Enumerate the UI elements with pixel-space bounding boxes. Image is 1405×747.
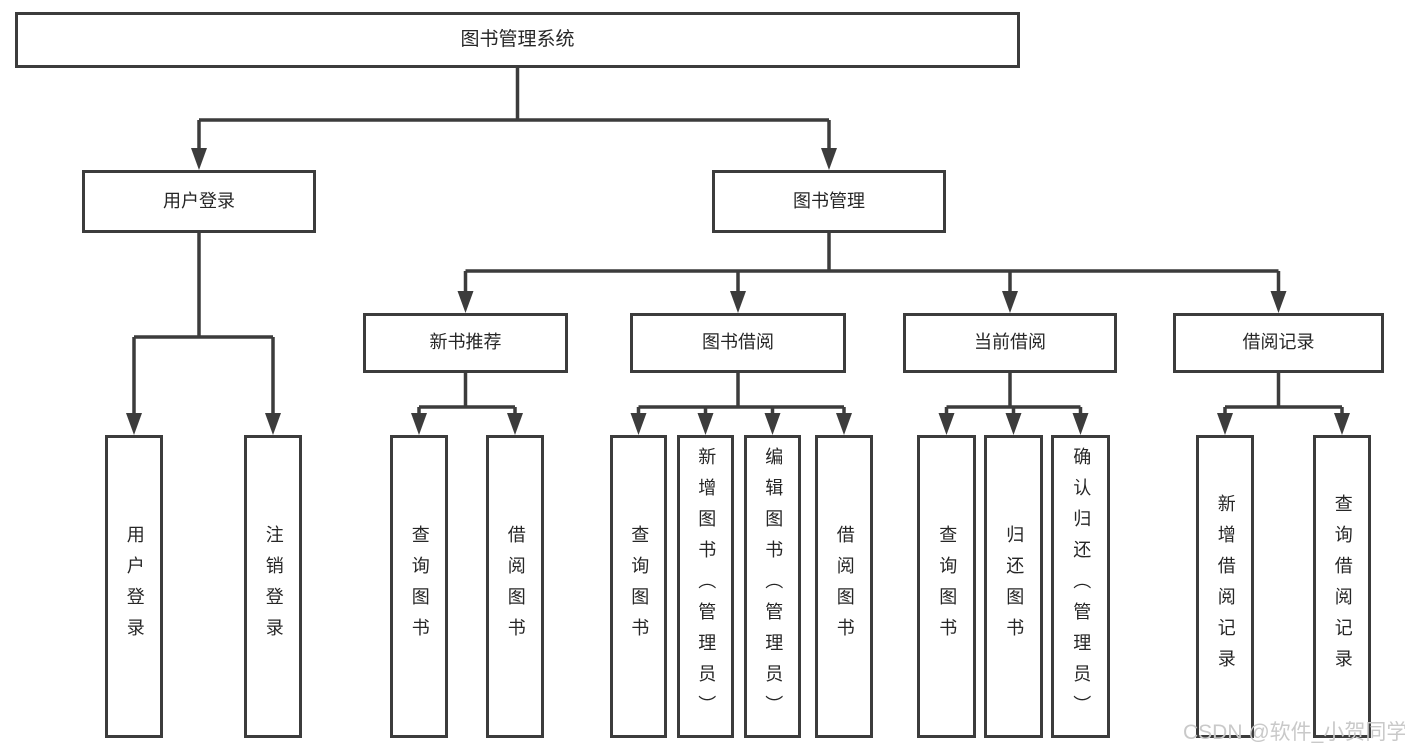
node-book-management: 图书管理 bbox=[712, 170, 946, 233]
leaf-query-borrow-record: 查询借阅记录 bbox=[1313, 435, 1371, 738]
leaf-add-borrow-record: 新增借阅记录 bbox=[1196, 435, 1254, 738]
leaf-add-book-admin: 新增图书（管理员） bbox=[677, 435, 734, 738]
leaf-borrow-books-recommend: 借阅图书 bbox=[486, 435, 544, 738]
leaf-query-books-current: 查询图书 bbox=[917, 435, 976, 738]
leaf-query-books-borrow: 查询图书 bbox=[610, 435, 667, 738]
leaf-return-books: 归还图书 bbox=[984, 435, 1043, 738]
leaf-logout: 注销登录 bbox=[244, 435, 302, 738]
node-new-book-recommend: 新书推荐 bbox=[363, 313, 568, 373]
node-user-login: 用户登录 bbox=[82, 170, 316, 233]
node-library-management-system: 图书管理系统 bbox=[15, 12, 1020, 68]
watermark: CSDN @软件_小贺同学 bbox=[1183, 721, 1405, 744]
leaf-confirm-return-admin: 确认归还（管理员） bbox=[1051, 435, 1110, 738]
arrowheads bbox=[126, 148, 1350, 435]
leaf-edit-book-admin: 编辑图书（管理员） bbox=[744, 435, 801, 738]
node-current-borrow: 当前借阅 bbox=[903, 313, 1117, 373]
leaf-user-login: 用户登录 bbox=[105, 435, 163, 738]
node-borrow-records: 借阅记录 bbox=[1173, 313, 1384, 373]
leaf-borrow-books: 借阅图书 bbox=[815, 435, 873, 738]
node-book-borrow: 图书借阅 bbox=[630, 313, 846, 373]
leaf-query-books-recommend: 查询图书 bbox=[390, 435, 448, 738]
